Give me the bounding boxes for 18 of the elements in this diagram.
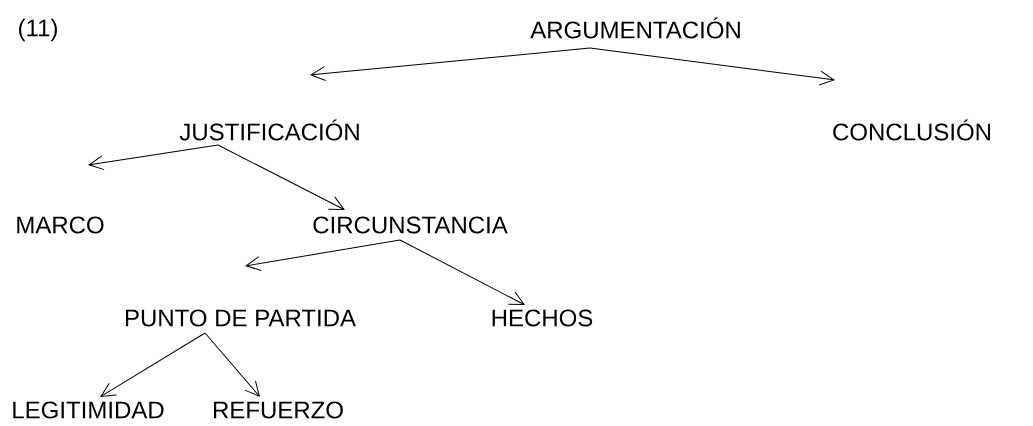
node-label: ARGUMENTACIÓN <box>530 17 740 39</box>
arrow <box>399 239 525 305</box>
arrow <box>245 239 401 271</box>
node-label: REFUERZO <box>214 401 343 419</box>
node-label: JUSTIFICACIÓN <box>179 119 359 141</box>
node-label: CIRCUNSTANCIA <box>313 216 508 234</box>
node-label: HECHOS <box>492 309 593 327</box>
arrow <box>100 332 206 397</box>
arrow <box>217 144 345 210</box>
arrow <box>88 144 219 171</box>
node-label: MARCO <box>17 216 104 234</box>
arrow <box>204 332 260 397</box>
node-label: LEGITIMIDAD <box>13 401 164 419</box>
figure-number: (11) <box>19 18 57 42</box>
node-label: CONCLUSIÓN <box>833 119 991 141</box>
node-label: PUNTO DE PARTIDA <box>125 309 356 327</box>
arrow <box>310 47 591 81</box>
arrow <box>589 47 835 86</box>
